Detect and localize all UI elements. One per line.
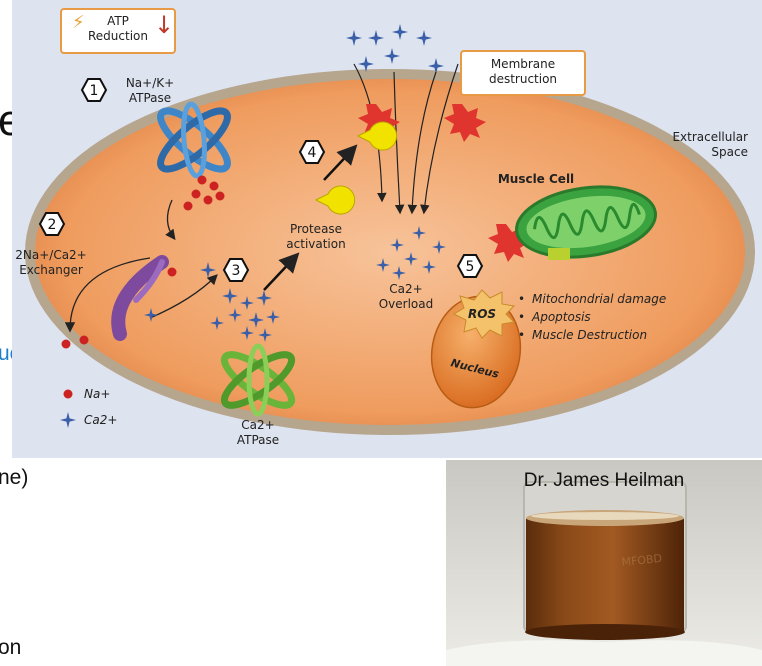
membrane-destruction-callout: Membrane destruction — [460, 50, 586, 96]
extracellular-space-label: Extracellular Space — [672, 130, 748, 159]
protease-activation-label: Protease activation — [286, 222, 346, 251]
step-badge-3 — [222, 258, 250, 282]
step-number: 2 — [48, 217, 57, 233]
ca-atpase-label: Ca2+ ATPase — [236, 418, 280, 447]
damage-outcomes-list: Mitochondrial damage Apoptosis Muscle De… — [532, 290, 666, 344]
svg-text:MFOBD: MFOBD — [621, 552, 663, 569]
slide-fragment-title: e — [0, 96, 12, 146]
step-number: 3 — [232, 263, 241, 279]
flow-arrow — [165, 199, 176, 241]
rhabdomyolysis-diagram: 1 2 3 4 5 ROS Nucleus ⚡ ATP Reduction ↓ … — [12, 0, 762, 458]
exchanger-label: 2Na+/Ca2+ Exchanger — [15, 248, 87, 277]
exchanger-icon — [111, 255, 169, 341]
slide-fragment-line: on — [0, 636, 22, 659]
atp-reduction-label: ATP Reduction — [88, 14, 148, 43]
outcome-item: Mitochondrial damage — [532, 290, 666, 308]
legend-sodium-icon — [63, 389, 73, 399]
ros-label: ROS — [468, 307, 496, 321]
urine-sample-photo: MFOBD Dr. James Heilman — [446, 460, 762, 666]
outcome-item: Muscle Destruction — [532, 326, 666, 344]
lightning-icon: ⚡ — [72, 12, 85, 33]
ca-atpase-icon — [220, 343, 296, 417]
muscle-cell-label: Muscle Cell — [497, 172, 575, 186]
legend-calcium-label: Ca2+ — [84, 413, 118, 427]
diagram-artwork: 1 2 3 4 5 ROS Nucleus — [25, 24, 755, 435]
step-number: 5 — [466, 259, 475, 275]
legend-calcium-icon — [60, 412, 76, 428]
atp-reduction-callout: ⚡ ATP Reduction ↓ — [60, 8, 176, 54]
na-k-atpase-label: Na+/K+ ATPase — [125, 76, 175, 105]
mitochondrion-icon — [515, 185, 657, 260]
photo-artwork: MFOBD — [446, 460, 762, 666]
legend-sodium-label: Na+ — [84, 387, 111, 401]
ros-icon — [452, 289, 516, 339]
outcome-item: Apoptosis — [532, 308, 666, 326]
flow-arrow — [64, 257, 151, 333]
step-badge-1 — [80, 78, 108, 102]
flow-arrow — [149, 274, 218, 319]
protease-icon — [314, 121, 398, 215]
flow-arrow — [263, 252, 300, 291]
step-badge-4 — [298, 140, 326, 164]
flow-arrow — [323, 144, 358, 181]
membrane-destruction-label: Membrane destruction — [488, 57, 558, 86]
photo-credit-label: Dr. James Heilman — [523, 470, 685, 491]
step-number: 1 — [90, 83, 99, 99]
down-arrow-icon: ↓ — [154, 11, 175, 39]
slide-fragment-line: ne) — [0, 466, 29, 489]
ca-overload-label: Ca2+ Overload — [378, 282, 434, 311]
step-badge-2 — [38, 212, 66, 236]
step-number: 4 — [308, 145, 317, 161]
step-badge-5 — [456, 254, 484, 278]
